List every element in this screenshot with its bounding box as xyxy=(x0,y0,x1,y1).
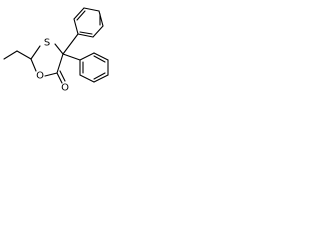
oxathiolanone-structure: S O O xyxy=(3,7,109,94)
bond-c5-c4 xyxy=(56,53,64,74)
lower-phenyl-inner-1 xyxy=(93,55,106,63)
bond-ch2-c2 xyxy=(16,50,32,60)
bond-ch3-ch2 xyxy=(3,50,18,60)
bond-c2-o xyxy=(30,58,37,72)
bond-c4-upper-phenyl xyxy=(62,33,79,55)
lower-phenyl-inner-2 xyxy=(93,72,106,80)
bond-c2-s xyxy=(30,45,41,60)
carbonyl-group xyxy=(56,70,66,84)
upper-phenyl-edge-1 xyxy=(73,18,79,35)
upper-phenyl-edge-3 xyxy=(83,7,100,12)
sulfur-atom-label: S xyxy=(44,38,50,49)
bond-c5-o-double-a xyxy=(56,72,63,84)
bond-c4-lower-phenyl xyxy=(62,53,81,61)
upper-phenyl-edge-4 xyxy=(98,10,104,27)
lower-phenyl-ring xyxy=(62,52,109,83)
lower-phenyl-edge-5 xyxy=(79,74,95,83)
ethyl-group xyxy=(3,50,32,60)
upper-phenyl-ring xyxy=(62,7,104,55)
lower-phenyl-edge-1 xyxy=(79,52,95,61)
upper-phenyl-inner-1 xyxy=(76,10,86,21)
lower-phenyl-edge-4 xyxy=(93,74,109,83)
upper-phenyl-edge-6 xyxy=(77,33,94,38)
upper-phenyl-edge-2 xyxy=(73,7,85,20)
upper-phenyl-inner-3 xyxy=(79,31,93,35)
upper-phenyl-edge-5 xyxy=(92,25,104,38)
bond-s-c4 xyxy=(54,43,64,55)
carbonyl-oxygen-atom-label: O xyxy=(61,83,69,94)
lower-phenyl-edge-2 xyxy=(93,52,109,61)
ring-oxygen-atom-label: O xyxy=(36,71,44,82)
bond-o-c5 xyxy=(44,72,58,77)
bond-c5-o-double-b xyxy=(59,70,66,82)
oxathiolane-ring xyxy=(30,43,64,77)
